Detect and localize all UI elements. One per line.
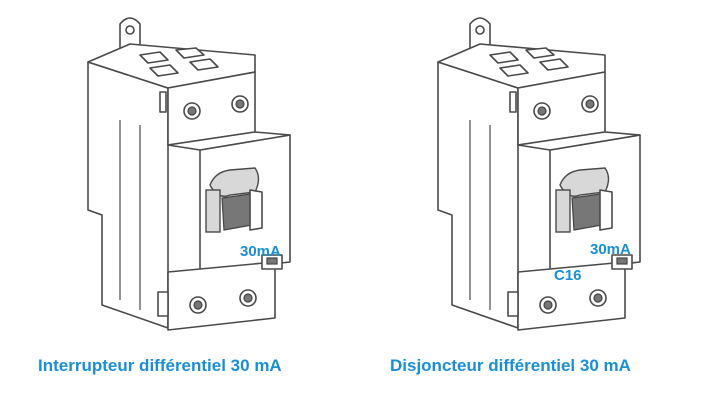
caption-residual-current-switch: Interrupteur différentiel 30 mA (38, 356, 282, 375)
sensitivity-label: 30mA (240, 243, 281, 260)
rcbo-drawing (437, 17, 641, 331)
sensitivity-label: 30mA (590, 241, 631, 258)
residual-current-switch-drawing (87, 17, 291, 331)
rating-label: C16 (554, 267, 582, 284)
caption-rcbo: Disjoncteur différentiel 30 mA (390, 356, 631, 375)
